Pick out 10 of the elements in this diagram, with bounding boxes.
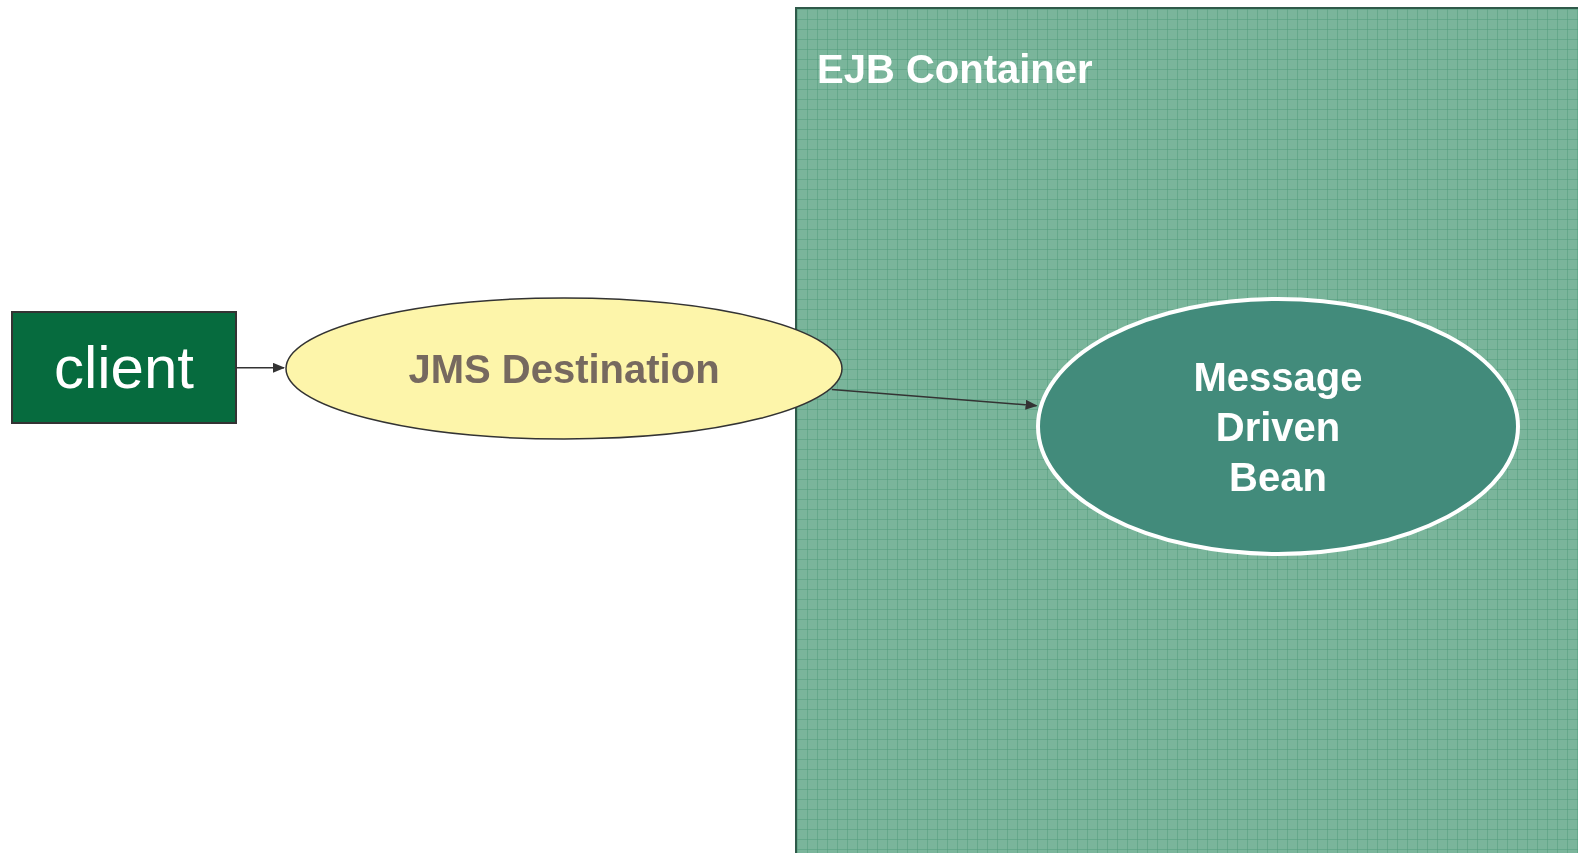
bean-ellipse (1036, 297, 1520, 556)
container-panel (795, 7, 1578, 853)
node-label: client (53, 337, 195, 398)
node-label: EJB Container (817, 49, 1093, 89)
node-label: JMS Destination (408, 345, 720, 393)
arrow (236, 362, 285, 373)
client-box (11, 311, 237, 424)
node-label: Message Driven Bean (1192, 353, 1364, 501)
arrow (831, 388, 1038, 410)
destination-ellipse (284, 296, 844, 441)
